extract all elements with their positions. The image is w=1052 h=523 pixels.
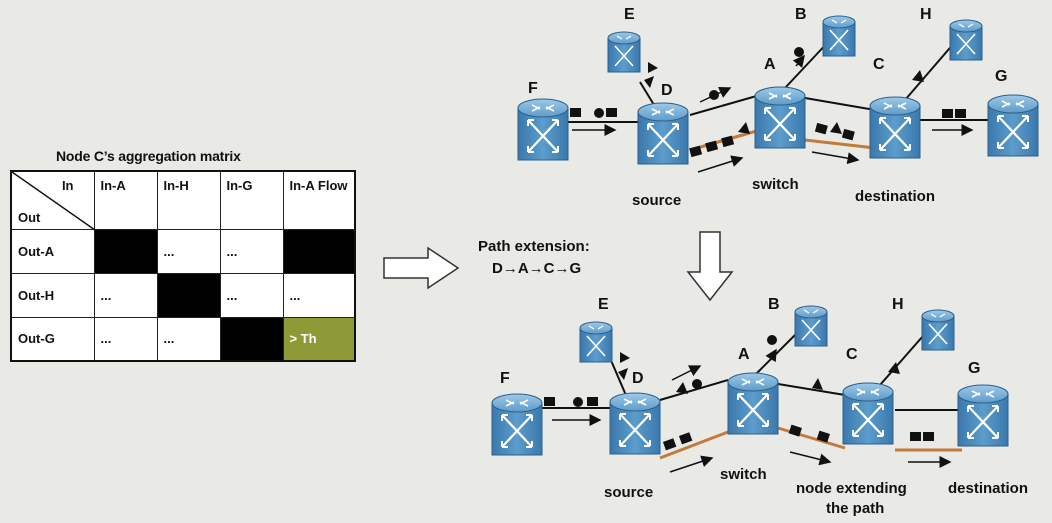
top-node-F: F xyxy=(528,80,538,97)
down-hollow-arrow xyxy=(686,231,734,302)
top-node-B: B xyxy=(795,6,807,23)
router-E xyxy=(607,31,641,73)
router-F xyxy=(516,97,570,162)
bottom-node-E: E xyxy=(598,296,609,313)
router-D xyxy=(636,101,690,166)
top-node-H: H xyxy=(920,6,932,23)
matrix-row: Out-A ... ... xyxy=(10,228,356,274)
bottom-node-B: B xyxy=(768,296,780,313)
bottom-caption-destination: destination xyxy=(948,480,1029,497)
matrix-corner-cell: In Out xyxy=(10,170,95,230)
matrix-cell: ... xyxy=(156,316,221,362)
top-diagram xyxy=(516,15,1040,173)
router-F-b xyxy=(490,392,544,457)
top-caption-destination: destination xyxy=(855,188,936,205)
bottom-node-D: D xyxy=(632,370,644,387)
path-extension: Path extension: D→A→C→G xyxy=(478,236,590,280)
bottom-caption-switch: switch xyxy=(720,466,767,483)
path-extension-path: D→A→C→G xyxy=(492,260,582,277)
router-E-b xyxy=(579,321,613,363)
bottom-node-A: A xyxy=(738,346,750,363)
matrix-title: Node C’s aggregation matrix xyxy=(56,148,241,164)
bottom-node-G: G xyxy=(968,360,981,377)
matrix-cell xyxy=(282,228,356,274)
bottom-node-H: H xyxy=(892,296,904,313)
matrix-row: Out-H ... ... ... xyxy=(10,272,356,318)
top-caption-switch: switch xyxy=(752,176,799,193)
corner-diagonal xyxy=(12,172,95,230)
matrix-col-header: In-A Flow xyxy=(282,170,356,230)
matrix-cell: ... xyxy=(156,228,221,274)
matrix-cell: ... xyxy=(93,272,158,318)
matrix-corner-in: In xyxy=(61,178,74,193)
bottom-node-F: F xyxy=(500,370,510,387)
matrix-cell: ... xyxy=(219,272,284,318)
router-D-b xyxy=(608,391,662,456)
aggregation-matrix: In Out In-A In-H In-G In-A Flow Out-A ..… xyxy=(10,170,356,362)
bottom-caption-source: source xyxy=(604,484,654,501)
matrix-row: Out-G ... ... > Th xyxy=(10,316,356,362)
matrix-row-label: Out-G xyxy=(10,316,95,362)
top-node-D: D xyxy=(661,82,673,99)
router-C xyxy=(868,95,922,160)
router-A xyxy=(753,85,807,150)
matrix-corner-out: Out xyxy=(18,209,41,225)
router-A-b xyxy=(726,371,780,436)
matrix-cell: ... xyxy=(93,316,158,362)
router-C-b xyxy=(841,381,895,446)
bottom-caption-extending-2: the path xyxy=(826,500,885,517)
top-node-A: A xyxy=(764,56,776,73)
matrix-cell xyxy=(156,272,221,318)
matrix-cell: ... xyxy=(282,272,356,318)
router-B-b xyxy=(794,305,828,347)
bottom-diagram xyxy=(490,305,1010,473)
router-G xyxy=(986,93,1040,158)
router-H-b xyxy=(921,309,955,351)
top-node-G: G xyxy=(995,68,1008,85)
router-G-b xyxy=(956,383,1010,448)
router-H xyxy=(949,19,983,61)
matrix-cell xyxy=(219,316,284,362)
matrix-cell-threshold: > Th xyxy=(282,316,356,362)
top-node-E: E xyxy=(624,6,635,23)
bottom-node-C: C xyxy=(846,346,858,363)
path-extension-title: Path extension: xyxy=(478,238,590,255)
top-node-C: C xyxy=(873,56,885,73)
router-B xyxy=(822,15,856,57)
top-caption-source: source xyxy=(632,192,682,209)
bottom-caption-extending-1: node extending xyxy=(796,480,907,497)
right-hollow-arrow xyxy=(383,246,460,290)
